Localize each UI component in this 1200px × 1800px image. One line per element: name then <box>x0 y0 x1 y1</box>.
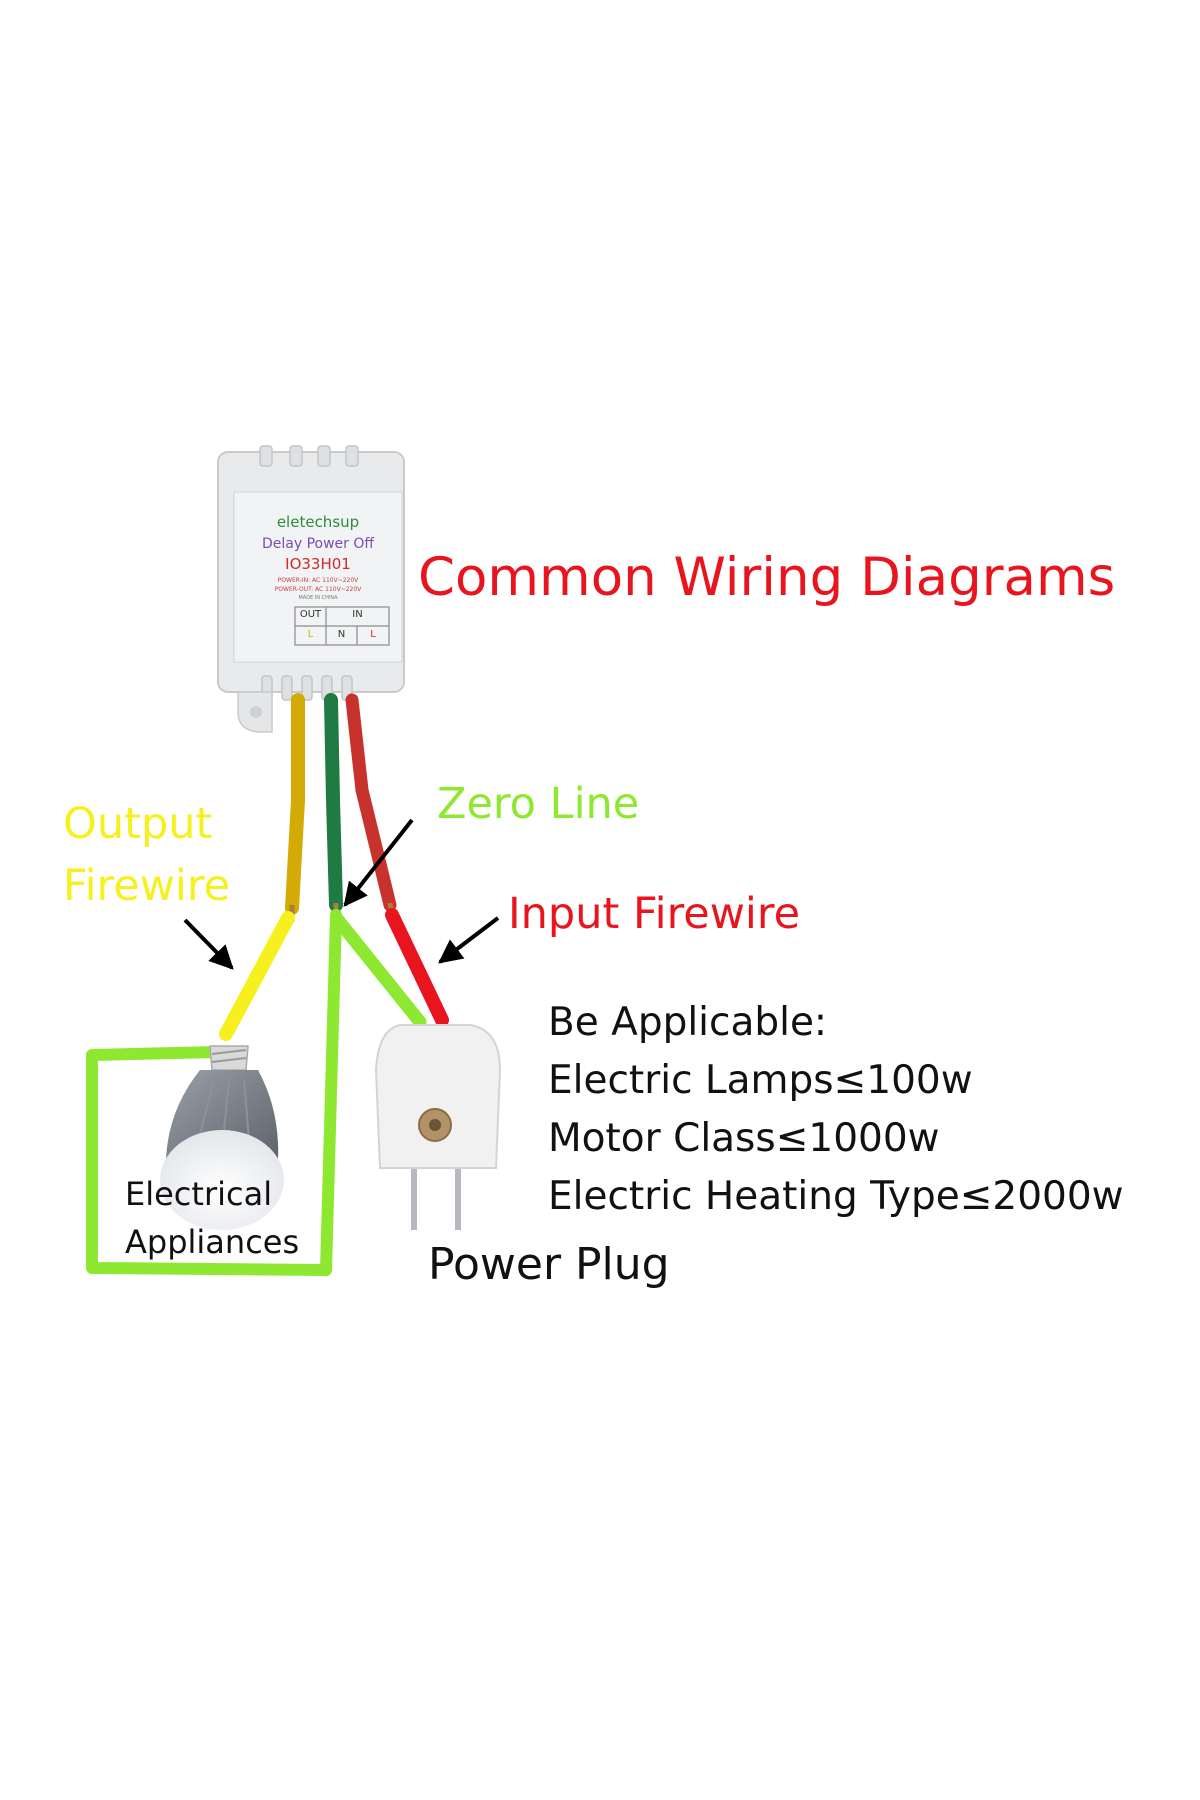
appliance-label-line1: Electrical <box>125 1175 273 1213</box>
timer-module <box>217 445 405 733</box>
applicable-item-heating: Electric Heating Type≤2000w <box>548 1174 1124 1219</box>
zero-line-label: Zero Line <box>437 779 640 829</box>
applicable-item-lamps: Electric Lamps≤100w <box>548 1058 973 1103</box>
pointer-arrows <box>183 818 500 970</box>
light-bulb <box>160 1045 284 1230</box>
device-model: IO33H01 <box>285 555 351 573</box>
device-name: Delay Power Off <box>261 536 375 552</box>
device-spec-out: POWER-OUT: AC 110V~220V <box>274 586 362 593</box>
terminal-pin-n: N <box>337 629 346 640</box>
output-firewire-label-line1: Output <box>63 799 213 849</box>
input-firewire-label: Input Firewire <box>508 889 801 939</box>
terminal-pin-out-l: L <box>307 629 314 640</box>
power-plug-label: Power Plug <box>428 1239 670 1290</box>
applicable-list: Be Applicable: Electric Lamps≤100w Motor… <box>548 994 1124 1226</box>
terminal-in-label: IN <box>352 609 363 620</box>
applicable-heading: Be Applicable: <box>548 1000 828 1045</box>
output-firewire-label-line2: Firewire <box>63 861 231 911</box>
terminal-out-label: OUT <box>299 609 322 620</box>
module-wires <box>285 693 397 922</box>
device-brand: eletechsup <box>276 513 360 531</box>
diagram-title: Common Wiring Diagrams <box>418 547 1116 608</box>
power-plug <box>374 1024 502 1230</box>
terminal-pin-in-l: L <box>370 629 376 640</box>
device-spec-in: POWER-IN: AC 110V~220V <box>277 577 359 584</box>
device-made-in: MADE IN CHINA <box>298 595 338 601</box>
appliance-label-line2: Appliances <box>125 1223 300 1261</box>
connection-lines <box>86 908 449 1276</box>
applicable-item-motor: Motor Class≤1000w <box>548 1116 940 1161</box>
